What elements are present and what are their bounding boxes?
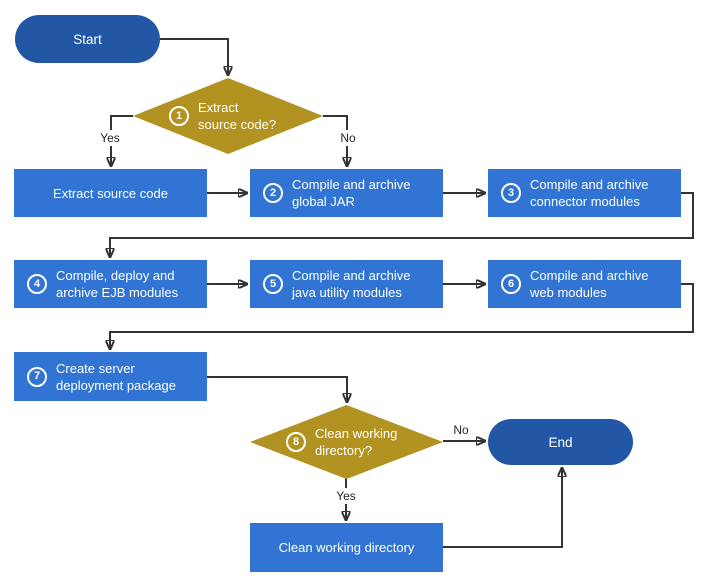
- step-number-badge: 1: [169, 106, 189, 126]
- process-compile-connector-modules: 3 Compile and archive connector modules: [488, 169, 681, 217]
- edge-connector-to-ejb: [110, 192, 694, 258]
- step-number-badge: 7: [27, 366, 47, 387]
- process-label: Compile, deploy and archive EJB modules: [56, 268, 179, 300]
- edge-label-no-decision8: No: [450, 422, 472, 438]
- process-extract-source-code: Extract source code: [14, 169, 207, 217]
- node-start: Start: [15, 15, 160, 63]
- process-create-server-deployment-package: 7 Create server deployment package: [14, 352, 207, 401]
- step-number-badge: 2: [263, 183, 283, 203]
- edge-decision1-yes-to-extract: [111, 115, 133, 167]
- step-number-badge: 3: [501, 183, 521, 203]
- edge-start-to-decision1: [160, 38, 228, 76]
- process-label: Clean working directory: [278, 540, 415, 555]
- step-number-badge: 5: [263, 274, 283, 294]
- edge-clean-to-end: [443, 467, 562, 548]
- step-number-badge: 8: [286, 432, 306, 452]
- edge-decision1-no-to-global-jar: [323, 115, 347, 167]
- process-label: Compile and archive connector modules: [530, 177, 649, 209]
- edge-label-yes-decision8: Yes: [333, 488, 359, 504]
- edge-web-to-server-package: [110, 283, 694, 350]
- node-end: End: [488, 419, 633, 465]
- process-clean-working-directory: Clean working directory: [250, 523, 443, 572]
- edge-label-yes-decision1: Yes: [97, 130, 123, 146]
- process-compile-java-utility-modules: 5 Compile and archive java utility modul…: [250, 260, 443, 308]
- node-start-label: Start: [73, 31, 102, 47]
- process-label: Compile and archive web modules: [530, 268, 649, 300]
- decision-label: Clean working directory?: [315, 426, 398, 458]
- process-compile-ejb-modules: 4 Compile, deploy and archive EJB module…: [14, 260, 207, 308]
- process-compile-global-jar: 2 Compile and archive global JAR: [250, 169, 443, 217]
- step-number-badge: 4: [27, 274, 47, 294]
- edge-server-package-to-decision8: [207, 376, 347, 403]
- edge-label-no-decision1: No: [337, 130, 359, 146]
- process-label: Compile and archive global JAR: [292, 177, 411, 209]
- process-label: Compile and archive java utility modules: [292, 268, 411, 300]
- process-label: Create server deployment package: [56, 360, 176, 393]
- process-compile-web-modules: 6 Compile and archive web modules: [488, 260, 681, 308]
- step-number-badge: 6: [501, 274, 521, 294]
- process-label: Extract source code: [53, 185, 168, 201]
- decision-label: Extract source code?: [198, 100, 277, 132]
- node-end-label: End: [548, 434, 573, 450]
